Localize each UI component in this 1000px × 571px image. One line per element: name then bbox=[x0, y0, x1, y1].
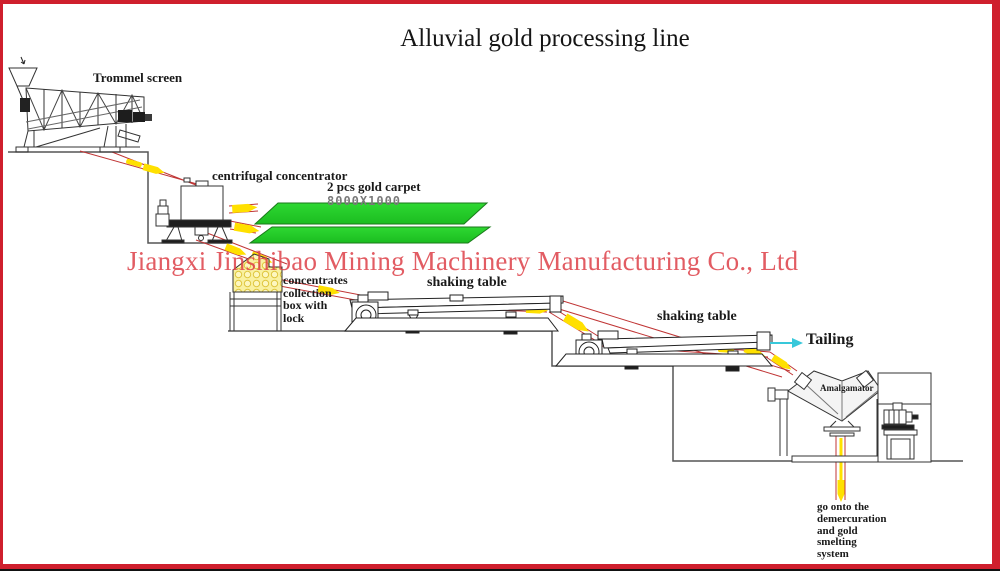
centrifugal-concentrator-drawing bbox=[155, 177, 233, 244]
trommel-screen-label: Trommel screen bbox=[93, 70, 183, 85]
flow-amalgamator-discharge bbox=[835, 436, 846, 500]
centrifugal-concentrator-label: centrifugal concentrator bbox=[212, 168, 348, 183]
smelting-system-label-line: and gold bbox=[817, 524, 858, 537]
concentrates-box-drawing bbox=[229, 253, 283, 331]
smelting-system-label-line: go onto the bbox=[817, 501, 869, 513]
shaking-table-2-drawing bbox=[554, 330, 774, 372]
concentrates-box-label-line: concentrates bbox=[283, 273, 348, 287]
concentrates-box-label-line: lock bbox=[283, 310, 305, 325]
tailing-label: Tailing bbox=[806, 331, 854, 348]
page-title: Alluvial gold processing line bbox=[400, 25, 690, 52]
red-frame-border-bottom bbox=[0, 564, 1000, 569]
smelting-system-label-line: smelting bbox=[817, 536, 857, 549]
concentrates-box-label: concentrates collection box with lock bbox=[283, 274, 348, 324]
bottom-black-strip bbox=[0, 569, 1000, 571]
gold-carpet-label: 2 pcs gold carpet bbox=[327, 179, 421, 194]
smelting-system-label-line: demercuration bbox=[817, 512, 887, 525]
gold-carpets bbox=[248, 202, 492, 244]
concentrates-box-label-line: collection bbox=[283, 285, 332, 300]
shaking-table-2-label: shaking table bbox=[657, 309, 737, 324]
gold-carpet-size-label: 8000X1000 bbox=[327, 194, 402, 208]
gold-carpet-1 bbox=[253, 202, 489, 225]
watermark-text: Jiangxi Jinshibao Mining Machinery Manuf… bbox=[127, 246, 799, 276]
trommel-screen-drawing bbox=[8, 56, 152, 153]
amalgamator-label: Amalgamator bbox=[820, 383, 874, 393]
concentrates-box-label-line: box with bbox=[283, 298, 328, 312]
smelting-cabinet-drawing bbox=[877, 372, 932, 463]
smelting-system-label-line: system bbox=[817, 548, 849, 561]
gold-carpet-2 bbox=[248, 226, 492, 244]
tailing-arrow bbox=[770, 338, 803, 348]
smelting-system-label: go onto the demercuration and gold smelt… bbox=[817, 501, 887, 561]
shaking-table-1-label: shaking table bbox=[427, 275, 507, 290]
shaking-table-1-drawing bbox=[343, 291, 564, 335]
